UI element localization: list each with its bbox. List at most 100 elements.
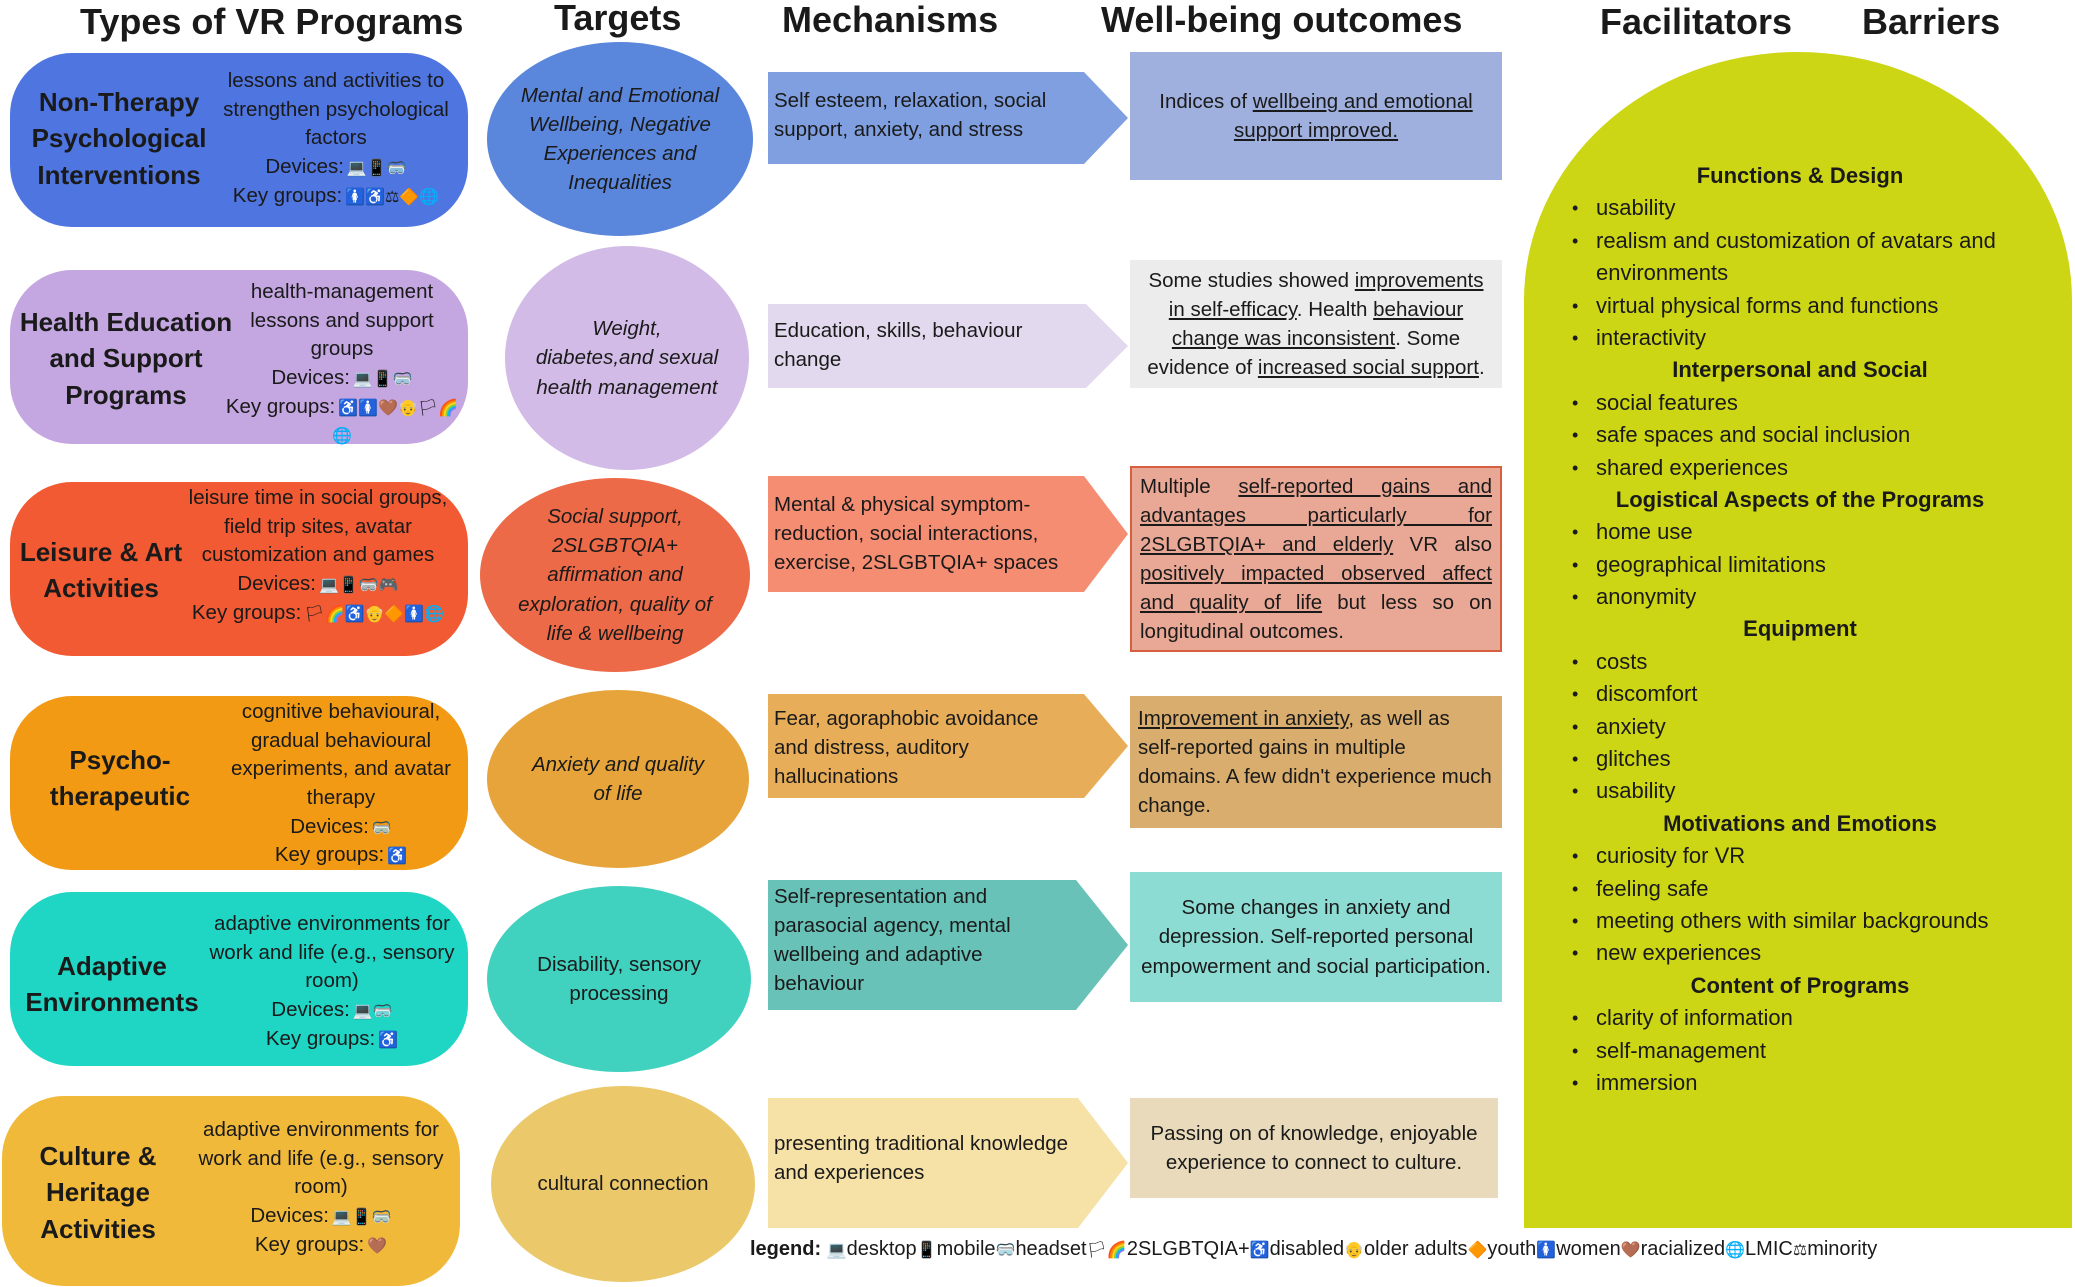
outcome-text-part: but less so on longitudinal outcomes. xyxy=(1140,591,1492,644)
arrow-shape xyxy=(768,1098,1128,1228)
target-ellipse-health-education: Weight, diabetes,and sexual health manag… xyxy=(505,246,749,470)
program-key-groups: Key groups:♿ xyxy=(220,841,462,870)
outcome-text-part: . xyxy=(1478,356,1485,380)
arrow-shape xyxy=(768,304,1128,388)
fb-list-item: realism and customization of avatars and xyxy=(1540,225,2060,258)
mechanism-arrow-culture: presenting traditional knowledge and exp… xyxy=(768,1098,1128,1228)
key-groups-icons: 🚺♿⚖🔶🌐 xyxy=(345,188,440,206)
program-details: cognitive behavioural, gradual behaviour… xyxy=(220,698,462,870)
arrow-shape xyxy=(768,72,1128,164)
arrow-shape xyxy=(768,476,1128,592)
legend-item-label: 2SLGBTQIA+ xyxy=(1126,1238,1250,1260)
fb-list-item: interactivity xyxy=(1540,322,2060,355)
mechanism-text: Education, skills, behaviour change xyxy=(774,319,1023,372)
fb-list-item: clarity of information xyxy=(1540,1002,2060,1035)
devices-icons: 💻🥽 xyxy=(352,1003,393,1021)
program-description: cognitive behavioural, gradual behaviour… xyxy=(231,700,451,810)
devices-label: Devices: xyxy=(237,572,316,596)
fb-section-heading: Motivations and Emotions xyxy=(1663,810,1937,836)
program-devices: Devices:💻📱🥽 xyxy=(184,1202,458,1231)
key-groups-icons: ♿🚺🤎👴🏳🌈🌐 xyxy=(332,399,459,446)
legend-item-label: older adults xyxy=(1364,1238,1468,1260)
key-groups-icons: 🤎 xyxy=(367,1237,388,1255)
fb-list-item: geographical limitations xyxy=(1540,549,2060,582)
fb-section-heading: Logistical Aspects of the Programs xyxy=(1615,486,1985,512)
target-ellipse-adaptive: Disability, sensory processing xyxy=(487,886,751,1072)
outcome-text-underlined: Improvement in anxiety xyxy=(1138,706,1349,730)
key-groups-icons: 🏳🌈♿👴🔶🚺🌐 xyxy=(304,605,445,623)
mechanism-text: Fear, agoraphobic avoidance and distress… xyxy=(774,707,1039,789)
mechanism-arrow-non-therapy: Self esteem, relaxation, social support,… xyxy=(768,72,1128,164)
outcome-text: Some studies showed improvements in self… xyxy=(1138,266,1494,382)
mechanism-arrow-leisure: Mental & physical symptom-reduction, soc… xyxy=(768,476,1128,592)
devices-icons: 🥽 xyxy=(371,819,392,837)
fb-list-item: usability xyxy=(1540,192,2060,225)
program-card-leisure: Leisure & Art Activities leisure time in… xyxy=(10,482,468,656)
fb-list-item: social features xyxy=(1540,387,2060,420)
outcome-text-part: VR also xyxy=(1393,532,1492,556)
program-title: Psycho-therapeutic xyxy=(49,745,191,812)
program-description: leisure time in social groups, field tri… xyxy=(188,486,448,567)
legend-item-label: minority xyxy=(1807,1238,1878,1260)
legend-icon: 🌐 xyxy=(1725,1242,1746,1259)
program-devices: Devices:💻🥽 xyxy=(196,996,468,1025)
fb-list-item: costs xyxy=(1540,646,2060,679)
devices-label: Devices: xyxy=(290,814,369,838)
key-groups-label: Key groups: xyxy=(265,1026,376,1050)
outcome-text-part: Indices of xyxy=(1159,89,1253,113)
program-devices: Devices:🥽 xyxy=(220,813,462,842)
program-details: adaptive environments for work and life … xyxy=(196,910,468,1053)
fb-list-item: immersion xyxy=(1540,1067,2060,1100)
devices-label: Devices: xyxy=(250,1204,329,1228)
legend-item-label: headset xyxy=(1015,1238,1087,1260)
legend-icon: ⚖ xyxy=(1792,1242,1808,1259)
program-title: Non-Therapy Psychological Interventions xyxy=(31,87,207,190)
outcome-box-non-therapy: Indices of wellbeing and emotional suppo… xyxy=(1130,52,1502,180)
arrow-shape xyxy=(768,880,1128,1010)
header-mechanisms: Mechanisms xyxy=(782,0,999,40)
fb-list-item: glitches xyxy=(1540,743,2060,776)
target-ellipse-non-therapy: Mental and Emotional Wellbeing, Negative… xyxy=(487,42,753,236)
mechanism-text: presenting traditional knowledge and exp… xyxy=(774,1132,1069,1185)
header-targets: Targets xyxy=(554,0,682,38)
program-key-groups: Key groups:🤎 xyxy=(184,1231,458,1260)
legend-icon: 🔶 xyxy=(1467,1242,1488,1259)
outcome-text-underlined: wellbeing and emotional support improved… xyxy=(1233,89,1473,142)
outcome-text-part: Some studies showed xyxy=(1148,268,1355,292)
devices-icons: 💻📱🥽 xyxy=(352,371,413,389)
key-groups-icons: ♿ xyxy=(378,1031,399,1049)
fb-list-item: new experiences xyxy=(1540,937,2060,970)
mechanism-text: Self esteem, relaxation, social support,… xyxy=(774,89,1047,142)
outcome-text-underlined: increased social support xyxy=(1257,356,1479,380)
outcome-box-adaptive: Some changes in anxiety and depression. … xyxy=(1130,872,1502,1002)
key-groups-label: Key groups: xyxy=(274,843,385,867)
legend-icon: 🥽 xyxy=(995,1242,1016,1259)
program-devices: Devices:💻📱🥽 xyxy=(208,153,464,182)
program-card-culture: Culture & Heritage Activities adaptive e… xyxy=(2,1096,460,1286)
outcome-text: Some changes in anxiety and depression. … xyxy=(1141,896,1491,978)
legend-icon: 👴 xyxy=(1344,1242,1365,1259)
target-ellipse-culture: cultural connection xyxy=(491,1086,755,1282)
outcome-text-underlined: behaviour change was inconsistent xyxy=(1171,297,1464,350)
key-groups-label: Key groups: xyxy=(191,600,302,624)
outcome-text-underlined: improvements in self-efficacy xyxy=(1168,268,1484,321)
program-key-groups: Key groups:🚺♿⚖🔶🌐 xyxy=(208,182,464,211)
devices-icons: 💻📱🥽 xyxy=(346,160,407,178)
legend-item-label: desktop xyxy=(846,1238,917,1260)
mechanism-text: Mental & physical symptom-reduction, soc… xyxy=(774,493,1059,575)
facilitators-barriers-list: Functions & Designusabilityrealism and c… xyxy=(1540,160,2060,1100)
fb-list-item: usability xyxy=(1540,775,2060,808)
mechanism-arrow-health-education: Education, skills, behaviour change xyxy=(768,304,1128,388)
fb-list-item: virtual physical forms and functions xyxy=(1540,290,2060,323)
outcome-text-underlined: self-reported gains and advantages parti… xyxy=(1140,474,1492,556)
program-details: leisure time in social groups, field tri… xyxy=(170,484,466,627)
outcome-text-part: . Health xyxy=(1296,297,1374,321)
outcome-text-underlined: positively impacted observed affect and … xyxy=(1140,562,1492,615)
fb-list-item: feeling safe xyxy=(1540,873,2060,906)
program-title: Health Education and Support Programs xyxy=(19,307,233,410)
outcome-text: Improvement in anxiety, as well as self-… xyxy=(1138,704,1494,820)
program-devices: Devices:💻📱🥽 xyxy=(222,364,462,393)
fb-list-item: environments xyxy=(1596,260,1729,286)
program-description: lessons and activities to strengthen psy… xyxy=(223,69,449,150)
target-ellipse-psychotherapeutic: Anxiety and quality of life xyxy=(487,690,749,868)
